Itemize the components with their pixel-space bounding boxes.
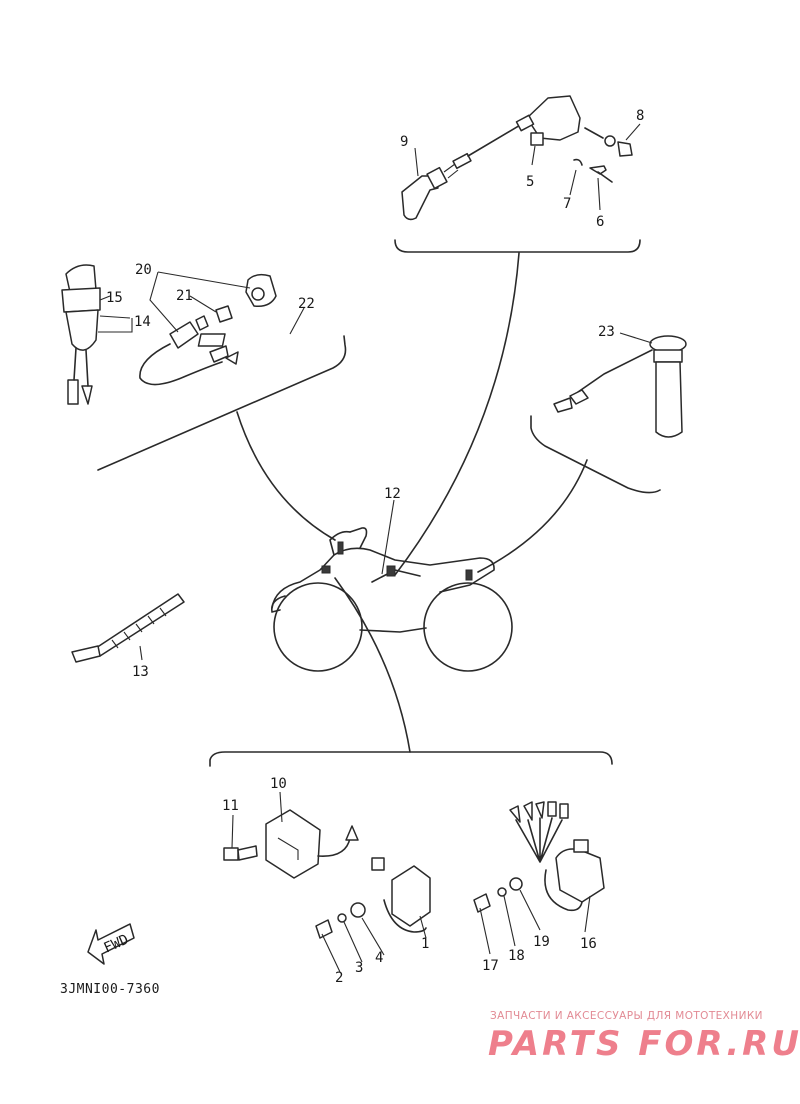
leader-curve-horn [477,459,588,573]
cable-band-part [71,593,185,663]
callout-4: 4 [375,950,383,966]
callout-18: 18 [508,948,525,964]
callout-12: 12 [384,486,401,502]
callout-23: 23 [598,324,615,340]
spark-plug-cap-part [401,123,523,221]
callout-13: 13 [132,664,149,680]
callout-21: 21 [176,288,193,304]
watermark-subtitle: ЗАПЧАСТИ И АКСЕССУАРЫ ДЛЯ МОТОТЕХНИКИ [490,1010,763,1022]
callout-17: 17 [482,958,499,974]
cdi-unit-part [315,857,431,939]
callout-16: 16 [580,936,597,952]
callout-3: 3 [355,960,363,976]
callout-14: 14 [134,314,151,330]
bracket-cdi [209,751,613,767]
callout-6: 6 [596,214,604,230]
callout-7: 7 [563,196,571,212]
forward-arrow-icon: FWD [87,923,135,965]
main-switch-part [61,264,101,405]
callout-8: 8 [636,108,644,124]
callout-numbers: 1 2 3 4 5 6 7 8 9 10 11 12 13 14 15 16 1… [106,108,644,986]
callout-9: 9 [400,134,408,150]
callout-20: 20 [135,262,152,278]
callout-5: 5 [526,174,534,190]
callout-22: 22 [298,296,315,312]
leader-curve-cdi [334,577,411,753]
atv-outline [270,527,513,672]
bracket-part [223,809,359,879]
label-sticker-part [197,333,226,347]
bracket-ignition-coil [394,239,641,253]
wire-lead-part [139,315,239,386]
callout-10: 10 [270,776,287,792]
bracket-horn [530,415,661,494]
diagram-code: 3JMNI00-7360 [60,982,160,997]
callout-2: 2 [335,970,343,986]
switch-cap-part [215,273,277,323]
callout-19: 19 [533,934,550,950]
leader-lines [98,123,653,973]
callout-1: 1 [421,936,429,952]
callout-11: 11 [222,798,239,814]
bracket-main-switch [97,335,347,471]
horn-part [553,335,687,438]
leader-curve-coil [394,252,520,576]
regulator-part [473,801,605,913]
ignition-coil-part [515,95,633,183]
watermark-logo: PARTS FOR.RU [488,1024,800,1064]
callout-15: 15 [106,290,123,306]
leader-curve-switch [236,411,336,541]
